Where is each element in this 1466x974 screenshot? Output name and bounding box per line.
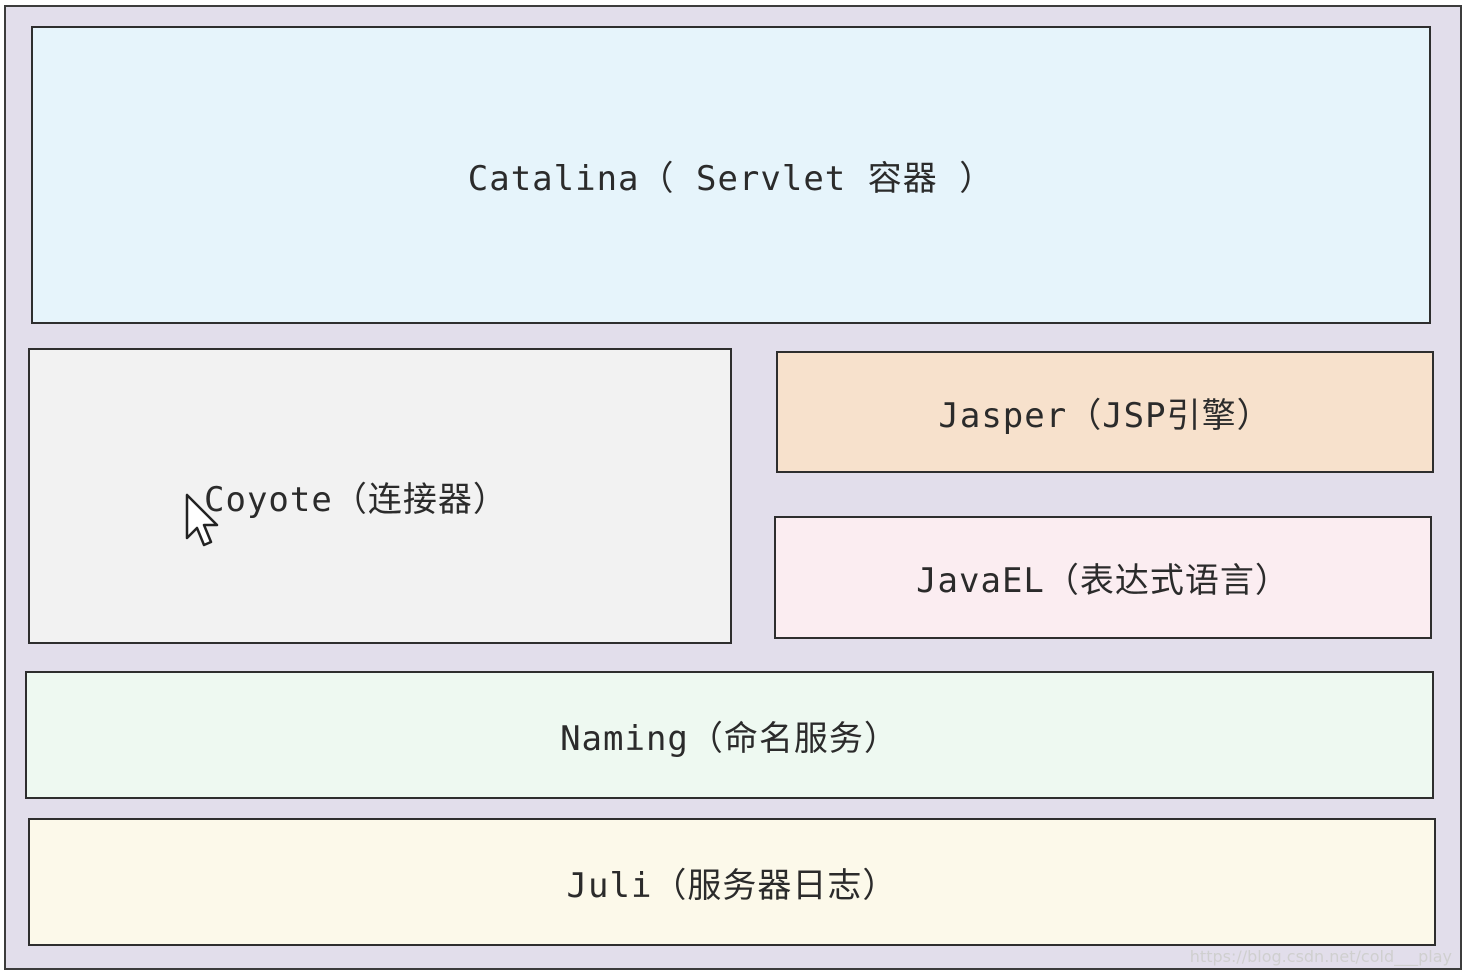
- javael-layer: JavaEL（表达式语言）: [774, 516, 1432, 639]
- mouse-pointer-icon: [185, 493, 219, 547]
- naming-layer: Naming（命名服务）: [25, 671, 1434, 799]
- javael-label: JavaEL（表达式语言）: [916, 561, 1290, 601]
- coyote-label: Coyote（连接器）: [204, 479, 508, 520]
- jasper-layer: Jasper（JSP引擎）: [776, 351, 1434, 473]
- juli-label: Juli（服务器日志）: [566, 865, 898, 906]
- catalina-label: Catalina（ Servlet 容器 ）: [467, 158, 995, 199]
- jasper-label: Jasper（JSP引擎）: [938, 395, 1272, 436]
- catalina-layer: Catalina（ Servlet 容器 ）: [31, 26, 1431, 324]
- naming-label: Naming（命名服务）: [560, 718, 899, 759]
- watermark-text: https://blog.csdn.net/cold___play: [1189, 947, 1452, 966]
- juli-layer: Juli（服务器日志）: [28, 818, 1436, 946]
- coyote-layer: Coyote（连接器）: [28, 348, 732, 644]
